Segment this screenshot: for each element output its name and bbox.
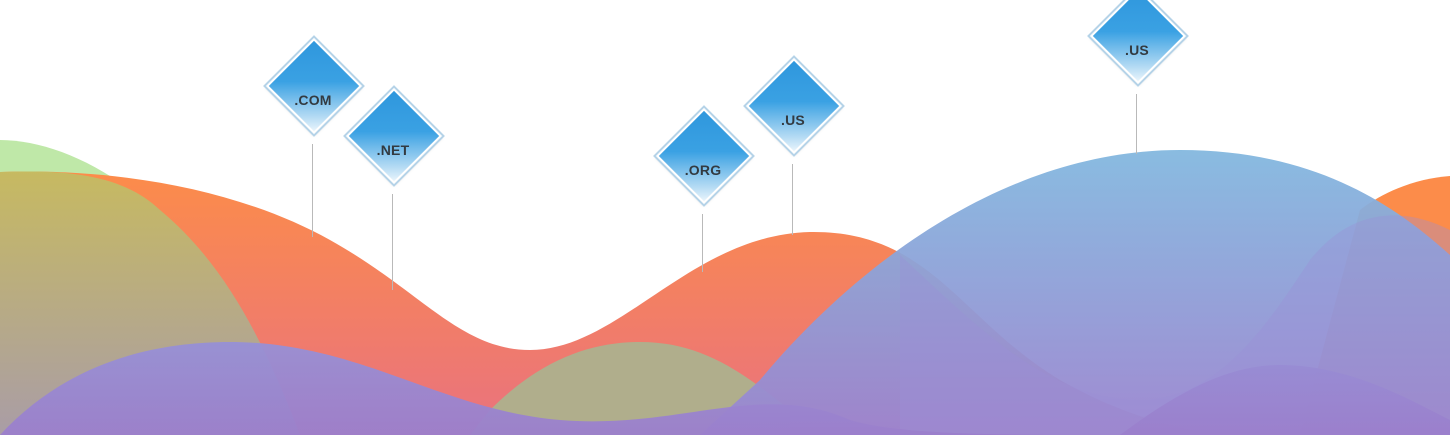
tag-pole [312, 144, 313, 237]
domain-tag-label: .ORG [684, 162, 722, 178]
tag-pole [792, 164, 793, 235]
tag-pole [702, 214, 703, 272]
purple-foreground [0, 342, 1450, 435]
domain-tag-org[interactable]: .ORG [653, 105, 755, 272]
domain-tag-com[interactable]: .COM [263, 35, 365, 237]
domain-tag-net[interactable]: .NET [343, 85, 445, 290]
blue-hill [700, 150, 1450, 435]
domain-tag-label: .NET [376, 142, 410, 158]
domain-tag-label: .US [1125, 42, 1149, 58]
domain-tag-label: .US [781, 112, 805, 128]
domain-tag-us[interactable]: .US [743, 55, 845, 235]
tag-pole [392, 194, 393, 290]
domain-tag-label: .COM [294, 92, 332, 108]
tag-pole [1136, 94, 1137, 154]
domain-tag-us-right[interactable]: .US [1087, 0, 1189, 154]
